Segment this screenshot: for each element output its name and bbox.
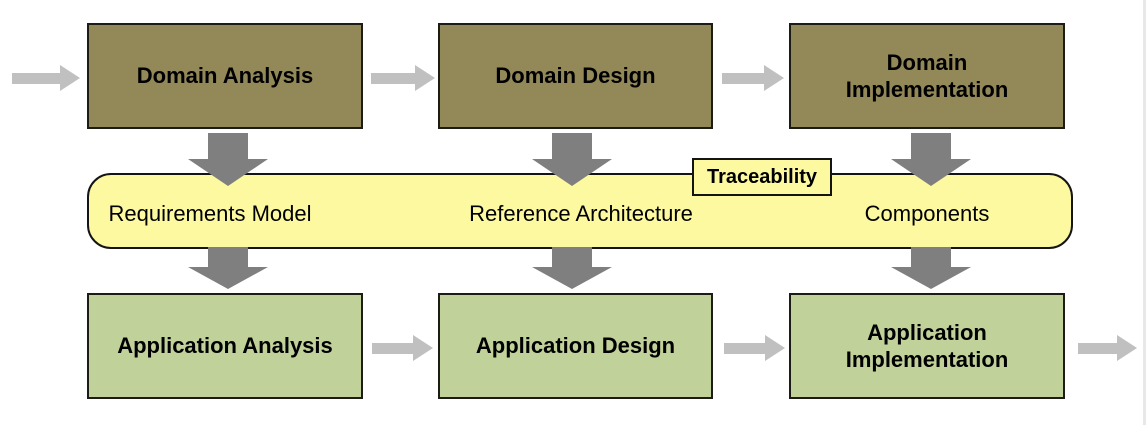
flow-arrow-right-icon (372, 335, 433, 361)
process-box-domain-implementation: Domain Implementation (789, 23, 1065, 129)
arrow-head (764, 65, 784, 91)
arrow-head (1117, 335, 1137, 361)
block-arrow-down-icon (532, 133, 612, 186)
flow-arrow-right-icon (1078, 335, 1137, 361)
process-box-domain-analysis: Domain Analysis (87, 23, 363, 129)
arrow-head (765, 335, 785, 361)
process-box-application-analysis: Application Analysis (87, 293, 363, 399)
arrow-head (188, 267, 268, 289)
band-label-components: Components (864, 201, 990, 226)
process-box-application-implementation: Application Implementation (789, 293, 1065, 399)
arrow-shaft (1078, 342, 1117, 354)
arrow-shaft (724, 342, 765, 354)
band-label-requirements-model: Requirements Model (108, 201, 312, 226)
arrow-shaft (208, 247, 248, 267)
flow-arrow-right-icon (12, 65, 80, 91)
process-box-domain-design: Domain Design (438, 23, 713, 129)
arrow-shaft (911, 133, 951, 159)
arrow-head (188, 159, 268, 186)
arrow-shaft (208, 133, 248, 159)
arrow-head (532, 159, 612, 186)
flow-arrow-right-icon (724, 335, 785, 361)
block-arrow-down-icon (891, 133, 971, 186)
box-label: Domain Implementation (845, 49, 1009, 103)
process-box-application-design: Application Design (438, 293, 713, 399)
box-label: Domain Analysis (136, 63, 314, 89)
block-arrow-down-icon (532, 247, 612, 289)
band-label-reference-architecture: Reference Architecture (469, 201, 693, 226)
box-label: Domain Design (495, 63, 656, 89)
flow-arrow-right-icon (722, 65, 784, 91)
box-label: Application Design (475, 333, 676, 359)
box-label: Application Analysis (117, 333, 333, 359)
flow-arrow-right-icon (371, 65, 435, 91)
arrow-head (891, 159, 971, 186)
arrow-head (532, 267, 612, 289)
block-arrow-down-icon (188, 247, 268, 289)
block-arrow-down-icon (188, 133, 268, 186)
traceability-tag-label: Traceability (706, 165, 818, 188)
arrow-shaft (372, 342, 413, 354)
block-arrow-down-icon (891, 247, 971, 289)
arrow-shaft (911, 247, 951, 267)
arrow-head (891, 267, 971, 289)
arrow-head (415, 65, 435, 91)
box-label: Application Implementation (845, 319, 1009, 373)
arrow-head (60, 65, 80, 91)
traceability-tag: Traceability (692, 158, 832, 196)
arrow-shaft (552, 133, 592, 159)
arrow-shaft (552, 247, 592, 267)
arrow-head (413, 335, 433, 361)
arrow-shaft (12, 72, 60, 84)
arrow-shaft (371, 72, 415, 84)
page-edge-divider (1143, 0, 1146, 425)
arrow-shaft (722, 72, 764, 84)
